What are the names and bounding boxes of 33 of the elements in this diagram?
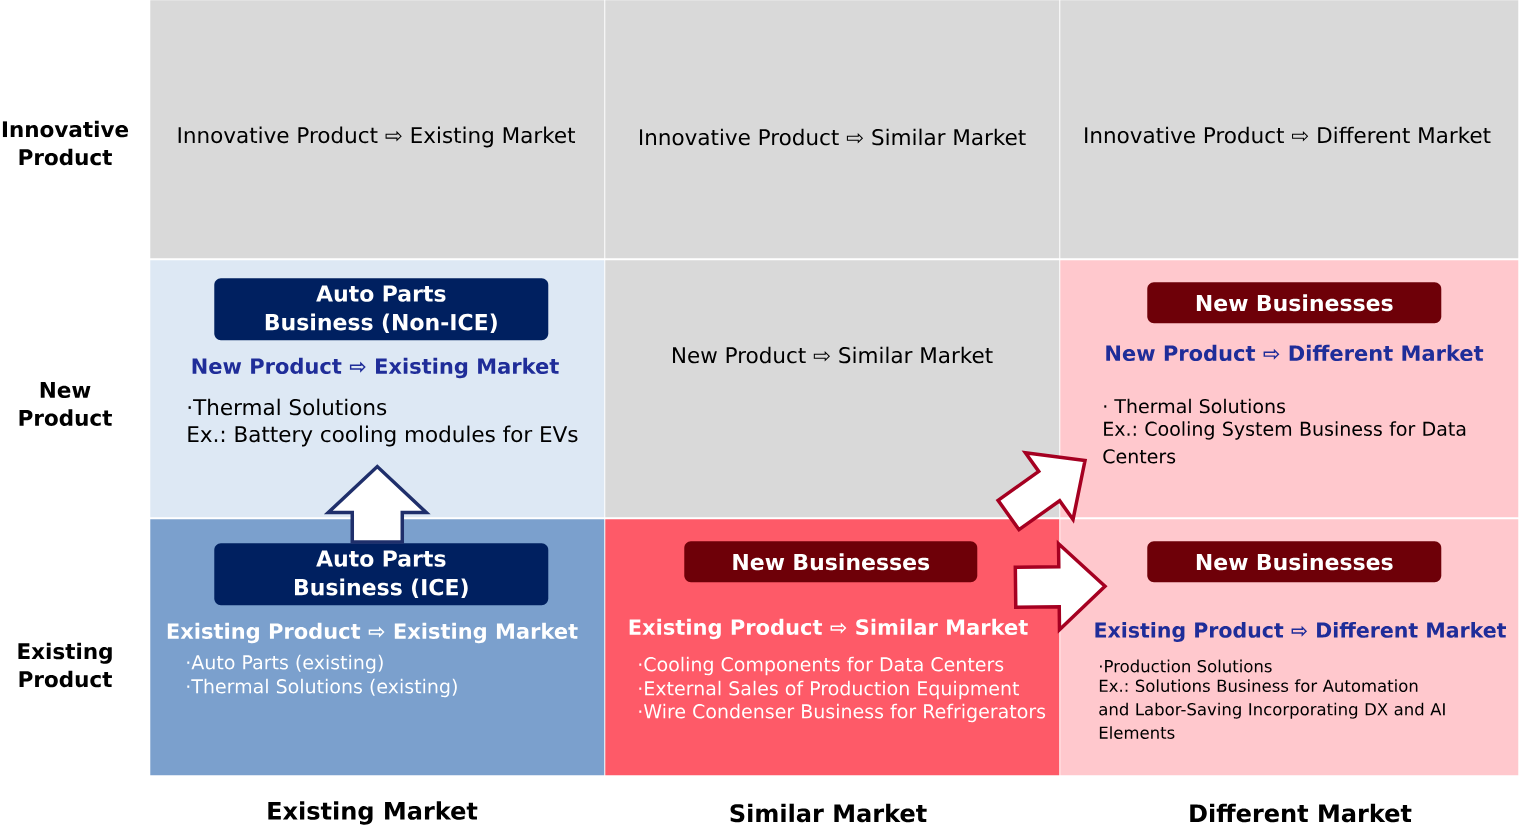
bullet-item: ·External Sales of Production Equipment [639, 680, 1019, 700]
row-label: Innovative Product [2, 120, 129, 166]
quadrant-heading: Existing Product ⇨ Different Market [1095, 622, 1506, 642]
row-label: New Product [19, 382, 112, 426]
business-badge: Auto Parts Business (Non-ICE) [214, 278, 549, 341]
quadrant-text: Innovative Product ⇨ Different Market [1085, 126, 1491, 144]
quadrant-text: Innovative Product ⇨ Similar Market [639, 128, 1026, 146]
bullet-item: ·Auto Parts (existing) [187, 654, 383, 674]
quadrant-heading: Existing Product ⇨ Existing Market [167, 622, 578, 644]
quadrant-text: New Product ⇨ Similar Market [673, 346, 993, 364]
quadrant-heading: New Product ⇨ Existing Market [192, 357, 559, 379]
quadrant-heading: Existing Product ⇨ Similar Market [629, 618, 1028, 640]
business-badge: New Businesses [1147, 282, 1442, 324]
business-badge: New Businesses [684, 541, 978, 583]
example-text: Ex.: Solutions Business for Automation and Labor-Saving Incorporating DX and AI Elements [1099, 679, 1445, 739]
bullet-item: ·Wire Condenser Business for Refrigerators [639, 703, 1046, 723]
block-arrow [323, 464, 431, 544]
example-text: Ex.: Cooling System Business for Data Centers [1103, 421, 1466, 464]
row-label: Existing Product [18, 642, 112, 688]
column-label: Existing Market [268, 801, 478, 825]
business-badge: New Businesses [1147, 541, 1442, 583]
bullet-item: ·Thermal Solutions (existing) [187, 678, 457, 698]
column-label: Different Market [1190, 803, 1412, 823]
business-badge: Auto Parts Business (ICE) [214, 543, 549, 606]
bullet-item: ·Cooling Components for Data Centers [639, 656, 1004, 676]
bullet-item: · Thermal Solutions [1104, 398, 1286, 414]
bullet-item: ·Thermal Solutions [188, 398, 387, 416]
quadrant-text: Innovative Product ⇨ Existing Market [178, 126, 575, 148]
block-arrow [1013, 539, 1108, 634]
bullet-item: ·Production Solutions [1100, 659, 1272, 673]
column-label: Similar Market [730, 803, 927, 823]
example-text: Ex.: Battery cooling modules for EVs [188, 425, 578, 447]
quadrant-heading: New Product ⇨ Different Market [1106, 344, 1484, 362]
